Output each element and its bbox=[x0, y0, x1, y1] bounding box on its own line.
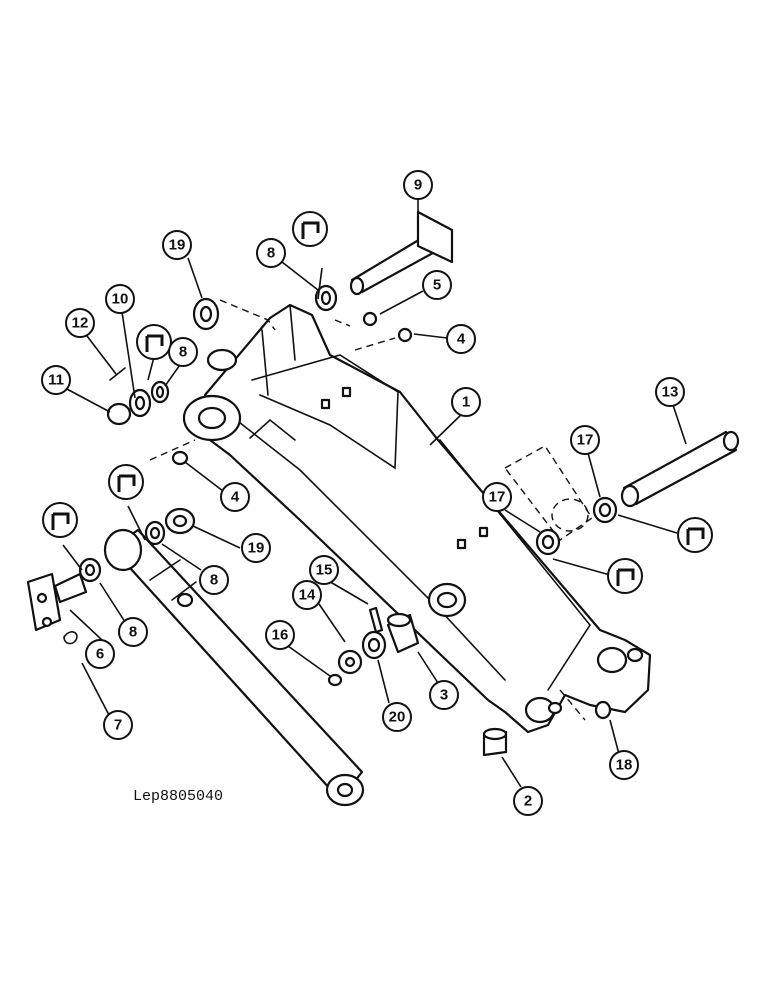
callout-14: 14 bbox=[292, 580, 322, 610]
callout-19: 19 bbox=[241, 533, 271, 563]
svg-text:13: 13 bbox=[662, 384, 679, 401]
callout-20: 20 bbox=[382, 702, 412, 732]
callout-8: 8 bbox=[256, 238, 286, 268]
svg-text:14: 14 bbox=[299, 587, 316, 604]
callout-7: 7 bbox=[103, 710, 133, 740]
callout-18: 18 bbox=[609, 750, 639, 780]
svg-text:2: 2 bbox=[524, 793, 532, 810]
svg-text:15: 15 bbox=[316, 562, 333, 579]
callout-8: 8 bbox=[199, 565, 229, 595]
svg-text:16: 16 bbox=[272, 627, 289, 644]
svg-text:6: 6 bbox=[96, 646, 104, 663]
svg-text:19: 19 bbox=[248, 540, 265, 557]
svg-text:20: 20 bbox=[389, 709, 406, 726]
callout-17: 17 bbox=[482, 482, 512, 512]
callout-3: 3 bbox=[429, 680, 459, 710]
svg-text:12: 12 bbox=[72, 315, 89, 332]
cylinder-ghost-outline bbox=[503, 445, 593, 541]
svg-text:1: 1 bbox=[462, 394, 470, 411]
svg-text:17: 17 bbox=[577, 432, 594, 449]
pin-6 bbox=[26, 572, 88, 632]
svg-text:8: 8 bbox=[210, 572, 218, 589]
svg-text:5: 5 bbox=[433, 277, 441, 294]
callout-8: 8 bbox=[168, 337, 198, 367]
svg-text:8: 8 bbox=[267, 245, 275, 262]
pin-13 bbox=[620, 430, 740, 508]
callout-19: 19 bbox=[162, 230, 192, 260]
callout-5: 5 bbox=[422, 270, 452, 300]
callout-10: 10 bbox=[105, 284, 135, 314]
svg-text:3: 3 bbox=[440, 687, 448, 704]
callout-12: 12 bbox=[65, 308, 95, 338]
svg-text:4: 4 bbox=[231, 489, 240, 506]
seal-kit-icon bbox=[292, 211, 328, 247]
svg-text:19: 19 bbox=[169, 237, 186, 254]
small-parts bbox=[63, 284, 618, 757]
callout-16: 16 bbox=[265, 620, 295, 650]
callout-1: 1 bbox=[451, 387, 481, 417]
boom-arm bbox=[182, 303, 652, 734]
svg-text:8: 8 bbox=[129, 624, 137, 641]
assembly-lines bbox=[149, 299, 586, 721]
callout-9: 9 bbox=[403, 170, 433, 200]
hydraulic-cylinder bbox=[103, 528, 365, 807]
svg-text:11: 11 bbox=[48, 372, 64, 389]
callout-2: 2 bbox=[513, 786, 543, 816]
svg-text:9: 9 bbox=[414, 177, 422, 194]
callout-4: 4 bbox=[220, 482, 250, 512]
svg-text:18: 18 bbox=[616, 757, 633, 774]
callout-15: 15 bbox=[309, 555, 339, 585]
svg-text:8: 8 bbox=[179, 344, 187, 361]
callout-4: 4 bbox=[446, 324, 476, 354]
callout-8: 8 bbox=[118, 617, 148, 647]
drawing-reference-code: Lep8805040 bbox=[133, 788, 223, 805]
pin-9 bbox=[349, 210, 454, 296]
seal-kit-icon bbox=[607, 558, 643, 594]
seal-kit-icon bbox=[108, 464, 144, 500]
svg-text:7: 7 bbox=[114, 717, 122, 734]
callout-17: 17 bbox=[570, 425, 600, 455]
svg-text:10: 10 bbox=[112, 291, 129, 308]
svg-text:17: 17 bbox=[489, 489, 506, 506]
callout-13: 13 bbox=[655, 377, 685, 407]
callout-11: 11 bbox=[41, 365, 71, 395]
seal-kit-icon bbox=[136, 324, 172, 360]
seal-kit-symbols bbox=[42, 211, 713, 594]
svg-text:4: 4 bbox=[457, 331, 466, 348]
callout-6: 6 bbox=[85, 639, 115, 669]
leader-lines bbox=[62, 198, 687, 788]
seal-kit-icon bbox=[42, 502, 78, 538]
seal-kit-icon bbox=[677, 517, 713, 553]
